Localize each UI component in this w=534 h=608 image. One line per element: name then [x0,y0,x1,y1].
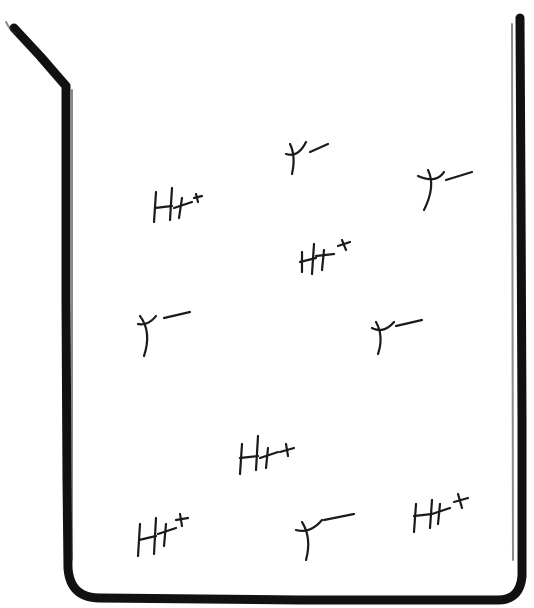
ion-h-plus: H+ [236,436,294,474]
ion-h-plus: H+ [298,240,350,274]
beaker-inner-edge [6,22,513,560]
ion-label: H+ [298,258,300,261]
ion-label: H+ [152,206,154,209]
ion-x-minus: X− [294,514,354,560]
ion-label: H+ [136,532,138,535]
beaker [6,18,522,600]
ion-label: X− [294,531,296,533]
ion-label: X− [284,159,286,161]
ion-x-minus: X− [416,170,472,210]
ion-h-plus: H+ [152,188,202,222]
beaker-left-wall [66,86,68,568]
ion-label: H+ [410,512,412,515]
ion-h-plus: H+ [136,514,188,556]
ion-label: H+ [236,454,238,457]
beaker-right-wall [520,18,522,576]
beaker-bottom [68,568,522,600]
ion-h-plus: H+ [410,494,468,532]
beaker-lip [14,28,66,86]
ion-x-minus: X− [136,312,190,356]
ion-label: X− [370,335,372,337]
ion-label: X− [416,187,418,189]
ion-x-minus: X− [370,320,422,354]
ion-x-minus: X− [284,142,328,174]
ion-label: X− [136,331,138,333]
